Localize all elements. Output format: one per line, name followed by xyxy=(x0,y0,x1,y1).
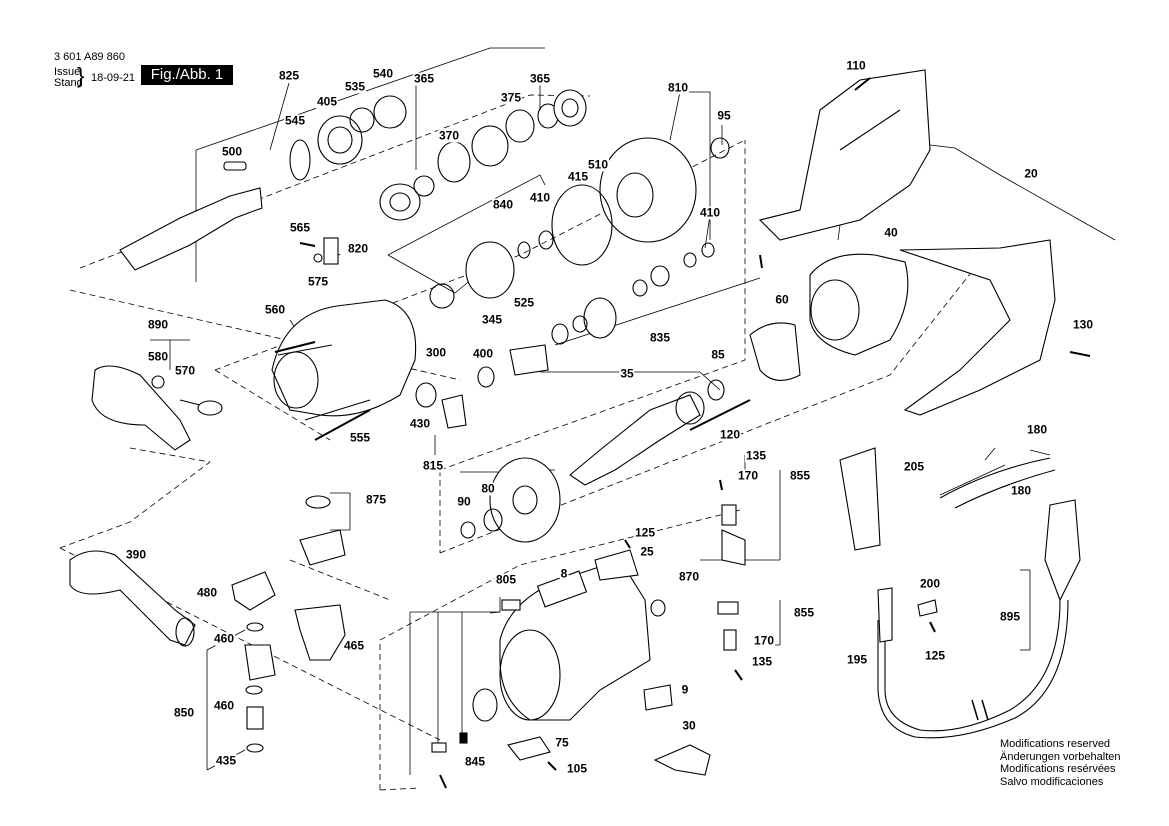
part-label-895: 895 xyxy=(998,609,1022,624)
part-label-840: 840 xyxy=(491,197,515,212)
part-label-510: 510 xyxy=(586,157,610,172)
part-label-435: 435 xyxy=(214,753,238,768)
part-label-90: 90 xyxy=(456,494,472,509)
part-label-345: 345 xyxy=(480,312,504,327)
part-label-95: 95 xyxy=(716,108,732,123)
part-label-300: 300 xyxy=(424,345,448,360)
part-label-410: 410 xyxy=(528,190,552,205)
part-label-30: 30 xyxy=(681,718,697,733)
part-label-390: 390 xyxy=(124,547,148,562)
part-label-480: 480 xyxy=(195,585,219,600)
part-label-170: 170 xyxy=(736,468,760,483)
part-label-535: 535 xyxy=(343,79,367,94)
part-label-135-b: 135 xyxy=(750,654,774,669)
part-label-105: 105 xyxy=(565,761,589,776)
part-label-125-b: 125 xyxy=(923,648,947,663)
part-label-465: 465 xyxy=(342,638,366,653)
part-label-170-b: 170 xyxy=(752,633,776,648)
part-label-460-b: 460 xyxy=(212,698,236,713)
part-label-565: 565 xyxy=(288,220,312,235)
part-label-365: 365 xyxy=(412,71,436,86)
part-label-20: 20 xyxy=(1023,166,1039,181)
part-label-890: 890 xyxy=(146,317,170,332)
part-label-555: 555 xyxy=(348,430,372,445)
document-number: 3 601 A89 860 xyxy=(54,51,125,63)
part-label-370: 370 xyxy=(437,128,461,143)
part-label-415: 415 xyxy=(566,169,590,184)
part-label-870: 870 xyxy=(677,569,701,584)
part-label-110: 110 xyxy=(845,58,867,73)
part-label-130: 130 xyxy=(1071,317,1095,332)
part-label-560: 560 xyxy=(263,302,287,317)
part-label-120: 120 xyxy=(718,427,742,442)
part-label-60: 60 xyxy=(774,292,790,307)
figure-badge: Fig./Abb. 1 xyxy=(141,65,233,85)
part-label-365-b: 365 xyxy=(528,71,552,86)
part-label-815: 815 xyxy=(421,458,445,473)
part-label-460: 460 xyxy=(212,631,236,646)
part-label-575: 575 xyxy=(306,274,330,289)
part-label-850: 850 xyxy=(172,705,196,720)
part-label-580: 580 xyxy=(146,349,170,364)
brace-glyph: } xyxy=(77,63,85,88)
part-label-135: 135 xyxy=(744,448,768,463)
part-label-500: 500 xyxy=(220,144,244,159)
part-label-825: 825 xyxy=(277,68,301,83)
part-label-820: 820 xyxy=(346,241,370,256)
part-label-9: 9 xyxy=(680,682,690,697)
part-label-375: 375 xyxy=(499,90,523,105)
part-label-540: 540 xyxy=(371,66,395,81)
note-es: Salvo modificaciones xyxy=(1000,775,1104,788)
part-label-545: 545 xyxy=(283,113,307,128)
modification-notes: Modifications reserved Änderungen vorbeh… xyxy=(1000,738,1120,788)
part-label-205: 205 xyxy=(902,459,926,474)
stand-label: Stand xyxy=(54,77,83,89)
part-label-405: 405 xyxy=(315,94,339,109)
part-label-805: 805 xyxy=(494,572,518,587)
part-label-195: 195 xyxy=(845,652,869,667)
part-label-8: 8 xyxy=(559,566,569,581)
part-label-180: 180 xyxy=(1025,422,1049,437)
part-label-855: 855 xyxy=(788,468,812,483)
part-label-40: 40 xyxy=(883,225,899,240)
part-label-180-b: 180 xyxy=(1009,483,1033,498)
part-label-835: 835 xyxy=(648,330,672,345)
note-de: Änderungen vorbehalten xyxy=(1000,750,1121,763)
part-label-200: 200 xyxy=(918,576,942,591)
part-label-430: 430 xyxy=(408,416,432,431)
part-label-845: 845 xyxy=(463,754,487,769)
part-label-125: 125 xyxy=(633,525,657,540)
part-label-570: 570 xyxy=(173,363,197,378)
part-label-80: 80 xyxy=(480,481,496,496)
part-label-810: 810 xyxy=(666,80,690,95)
part-label-400: 400 xyxy=(471,346,495,361)
part-label-875: 875 xyxy=(364,492,388,507)
note-en: Modifications reserved xyxy=(1000,738,1111,750)
issue-date: 18-09-21 xyxy=(91,72,136,84)
part-label-525: 525 xyxy=(512,295,536,310)
part-label-75: 75 xyxy=(554,735,570,750)
part-label-25: 25 xyxy=(639,544,655,559)
part-label-855-b: 855 xyxy=(792,605,816,620)
part-label-35: 35 xyxy=(619,366,635,381)
part-label-410-b: 410 xyxy=(698,205,722,220)
issue-label: Issue xyxy=(54,66,81,78)
part-shapes xyxy=(69,69,1091,789)
note-fr: Modifications resérvées xyxy=(1000,763,1116,775)
part-label-85: 85 xyxy=(710,347,726,362)
